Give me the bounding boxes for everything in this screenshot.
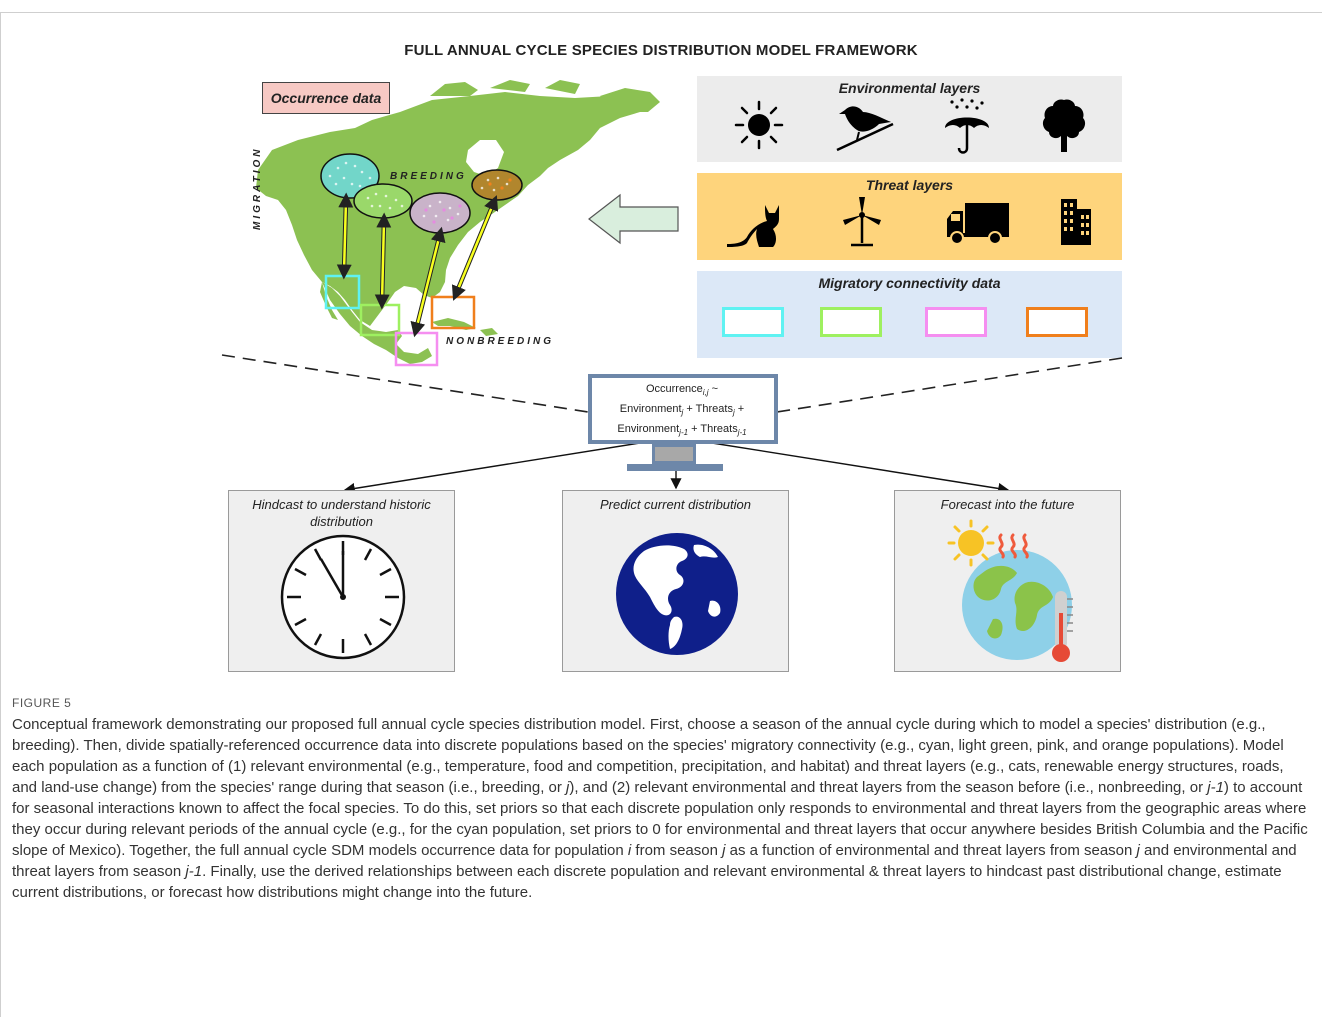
caption-part-4: from season	[631, 842, 723, 859]
north-america-map	[256, 80, 660, 367]
monitor-neck	[652, 444, 696, 464]
right-dashed-line	[776, 357, 1123, 413]
eq-sub-j-b: j	[732, 408, 735, 418]
figure-caption: Conceptual framework demonstrating our p…	[12, 714, 1312, 903]
wind-turbine-icon	[843, 197, 881, 247]
equation-line-1: Occurrencei,j ~	[594, 381, 770, 401]
pink-migration-arrow	[410, 226, 446, 338]
eq-sub-j-a: j	[681, 408, 684, 418]
predict-box: Predict current distribution	[562, 490, 789, 672]
caption-j-3: j	[1136, 842, 1140, 859]
globe-icon	[616, 533, 738, 655]
left-dashed-line	[221, 354, 589, 413]
green-connectivity-swatch	[820, 307, 882, 337]
caption-part-3: ) to account for seasonal interactions k…	[12, 779, 1308, 859]
baja-peninsula	[320, 282, 338, 320]
truck-icon	[947, 203, 1009, 245]
breeding-label: BREEDING	[390, 171, 467, 182]
rain-umbrella-icon	[945, 98, 989, 154]
eq-env-j: Environment	[619, 403, 682, 416]
top-rule	[0, 12, 1322, 13]
mexico-landmass	[322, 282, 432, 364]
hindcast-label: Hindcast to understand historic distribu…	[252, 497, 431, 529]
caption-part-6: and environmental and threat layers from…	[12, 842, 1297, 880]
cat-icon	[727, 205, 779, 247]
buildings-icon	[1061, 199, 1091, 245]
figure-label: FIGURE 5	[12, 696, 72, 710]
caption-part-1: Conceptual framework demonstrating our p…	[12, 716, 1284, 796]
occurrence-data-label: Occurrence data	[262, 82, 390, 114]
caption-part-7: . Finally, use the derived relationships…	[12, 863, 1282, 901]
greenland	[600, 88, 660, 112]
figure-title: FULL ANNUAL CYCLE SPECIES DISTRIBUTION M…	[404, 42, 918, 59]
cyan-connectivity-swatch	[722, 307, 784, 337]
tree-icon	[1042, 99, 1086, 152]
side-rule	[0, 12, 1, 1017]
hudson-bay-water	[466, 140, 504, 176]
connector-lines	[221, 354, 1123, 494]
eq-plus: +	[734, 403, 745, 416]
hindcast-box: Hindcast to understand historic distribu…	[228, 490, 455, 672]
eq-occurrence: Occurrence	[645, 383, 703, 395]
threat-layers-panel: Threat layers	[697, 173, 1122, 260]
orange-connectivity-swatch	[1026, 307, 1088, 337]
input-arrow	[588, 193, 679, 245]
threat-layers-title: Threat layers	[865, 177, 954, 193]
caption-i-1: i	[627, 842, 632, 859]
caption-part-5: as a function of environmental and threa…	[725, 842, 1137, 859]
forecast-box: Forecast into the future	[894, 490, 1121, 672]
eq-tilde: ~	[708, 383, 719, 395]
eq-threats-j: + Threats	[683, 403, 733, 416]
bird-on-branch-icon	[836, 106, 894, 152]
caption-jm1-2: j-1	[185, 863, 203, 880]
orange-migration-arrow	[451, 195, 499, 301]
model-equation: Occurrencei,j ~ Environmentj + Threatsj …	[594, 381, 770, 442]
pink-connectivity-swatch	[925, 307, 987, 337]
arrow-to-hindcast	[343, 442, 641, 494]
caption-part-2: ), and (2) relevant environmental and th…	[569, 779, 1208, 796]
nonbreeding-label: NONBREEDING	[446, 336, 555, 347]
computer-monitor	[588, 374, 778, 444]
hispaniola	[480, 328, 498, 336]
cyan-migration-arrow	[336, 192, 354, 280]
environmental-layers-panel: Environmental layers	[697, 76, 1122, 162]
eq-env-jm1: Environment	[617, 423, 680, 436]
predict-label: Predict current distribution	[599, 497, 751, 512]
monitor-base	[627, 464, 723, 471]
migratory-connectivity-title: Migratory connectivity data	[818, 275, 1001, 291]
caption-j-1: j	[566, 779, 570, 796]
equation-line-2: Environmentj + Threatsj +	[594, 401, 770, 421]
arrow-to-forecast	[711, 442, 1010, 494]
eq-sub-jm1-a: j-1	[679, 428, 689, 438]
warming-earth-icon	[947, 519, 1073, 662]
eq-threats-jm1: + Threats	[688, 423, 738, 436]
forecast-label: Forecast into the future	[940, 497, 1075, 512]
eq-sub-jm1-b: j-1	[737, 428, 747, 438]
caption-j-2: j	[722, 842, 726, 859]
green-migration-arrow	[374, 212, 392, 310]
arctic-islands	[430, 80, 580, 96]
sun-icon	[734, 100, 784, 150]
eq-sub-ij: i,j	[702, 388, 709, 398]
environmental-layers-title: Environmental layers	[838, 80, 981, 96]
equation-line-3: Environmentj-1 + Threatsj-1	[594, 421, 770, 441]
caption-jm1-1: j-1	[1207, 779, 1224, 796]
clock-icon	[280, 534, 406, 660]
migratory-connectivity-panel: Migratory connectivity data	[697, 271, 1122, 358]
